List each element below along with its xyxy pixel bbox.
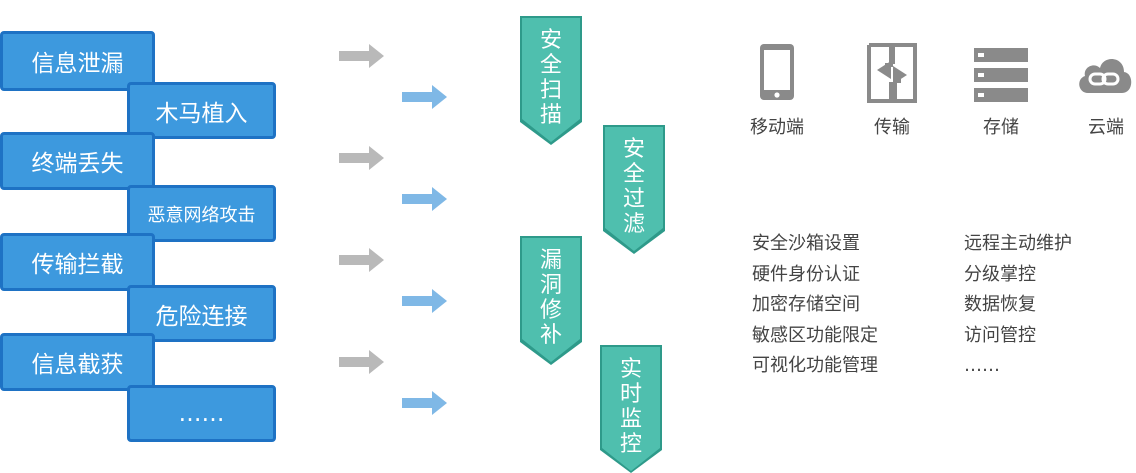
cloud-link-icon <box>1079 59 1132 93</box>
platform-label-mobile: 移动端 <box>750 117 804 138</box>
feature-item: …… <box>964 355 1000 376</box>
defense-label: 安全扫描 <box>539 28 562 128</box>
defense-security-filter: 安全过滤 <box>605 127 663 251</box>
gray-arrow-4 <box>339 350 384 374</box>
feature-item: 硬件身份认证 <box>752 263 860 285</box>
threat-transmission-intercept: 传输拦截 <box>0 233 155 291</box>
blue-arrow-3 <box>402 289 447 313</box>
defense-security-scan: 安全扫描 <box>522 18 580 142</box>
defense-label: 实时监控 <box>619 357 642 457</box>
threat-more: …… <box>127 385 276 442</box>
gray-arrow-2 <box>339 146 384 170</box>
blue-arrow-2 <box>402 187 447 211</box>
defense-realtime-monitor: 实时监控 <box>602 347 660 471</box>
platform-label-cloud: 云端 <box>1088 117 1124 138</box>
transmission-icon <box>867 43 917 103</box>
feature-list-right: 远程主动维护 分级掌控 数据恢复 访问管控 …… <box>964 229 1072 382</box>
gray-arrow-1 <box>339 44 384 68</box>
threat-info-capture: 信息截获 <box>0 333 155 391</box>
defense-vulnerability-patch: 漏洞修补 <box>522 238 580 362</box>
feature-item: 数据恢复 <box>964 294 1036 315</box>
platform-label-transmission: 传输 <box>874 117 910 138</box>
feature-item: 加密存储空间 <box>752 294 860 315</box>
defense-label: 安全过滤 <box>622 137 645 237</box>
mobile-phone-icon <box>760 44 794 100</box>
storage-icon <box>974 48 1028 102</box>
threat-malicious-attack: 恶意网络攻击 <box>127 185 276 242</box>
feature-item: 安全沙箱设置 <box>752 233 860 254</box>
blue-arrow-1 <box>402 85 447 109</box>
threat-dangerous-connection: 危险连接 <box>127 285 276 342</box>
threat-info-leak: 信息泄漏 <box>0 31 155 91</box>
defense-label: 漏洞修补 <box>539 248 562 348</box>
feature-item: 可视化功能管理 <box>752 355 878 376</box>
feature-item: 分级掌控 <box>964 263 1036 285</box>
gray-arrow-3 <box>339 248 384 272</box>
blue-arrow-4 <box>402 391 447 415</box>
feature-list-left: 安全沙箱设置 硬件身份认证 加密存储空间 敏感区功能限定 可视化功能管理 <box>752 229 878 382</box>
feature-item: 访问管控 <box>964 324 1036 346</box>
platform-label-storage: 存储 <box>983 117 1019 138</box>
feature-item: 远程主动维护 <box>964 233 1072 254</box>
threat-trojan-implant: 木马植入 <box>127 82 276 139</box>
feature-item: 敏感区功能限定 <box>752 324 878 346</box>
threat-device-loss: 终端丢失 <box>0 132 155 190</box>
